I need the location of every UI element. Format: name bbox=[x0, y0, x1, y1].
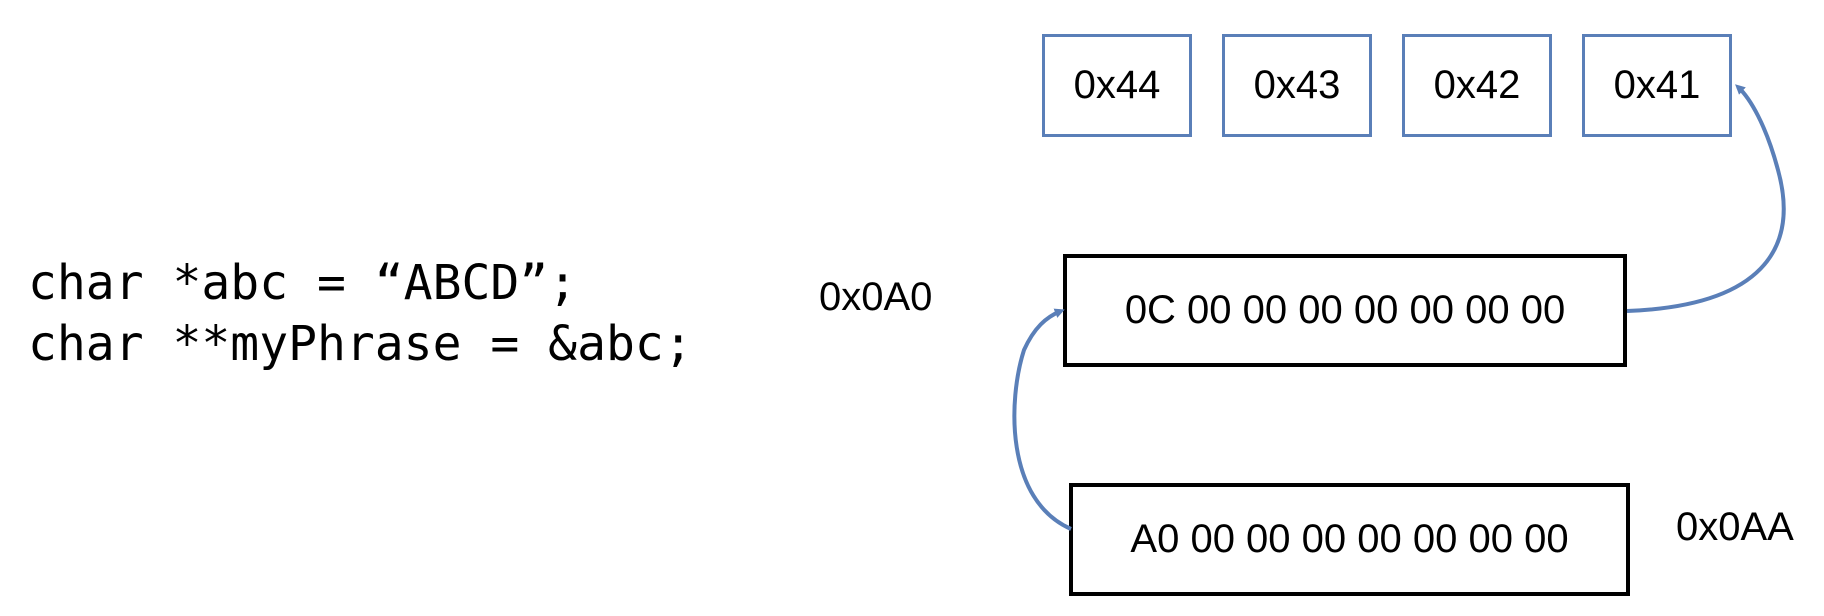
abc-address-label: 0x0A0 bbox=[819, 275, 933, 319]
abc-memory-box: 0C 00 00 00 00 00 00 00 bbox=[1063, 254, 1627, 367]
code-line-myphrase: char **myPhrase = &abc; bbox=[28, 316, 693, 372]
byte-cell-0x44: 0x44 bbox=[1042, 34, 1192, 137]
byte-cell-0x42: 0x42 bbox=[1402, 34, 1552, 137]
arrow-abc-to-byte-0x41 bbox=[1626, 84, 1786, 313]
code-line-abc: char *abc = “ABCD”; bbox=[28, 255, 578, 311]
myphrase-address-label: 0x0AA bbox=[1676, 505, 1794, 549]
byte-cell-0x41: 0x41 bbox=[1582, 34, 1732, 137]
arrow-myphrase-to-abc bbox=[1012, 308, 1072, 531]
myphrase-memory-box: A0 00 00 00 00 00 00 00 bbox=[1069, 483, 1630, 596]
byte-cell-0x43: 0x43 bbox=[1222, 34, 1372, 137]
